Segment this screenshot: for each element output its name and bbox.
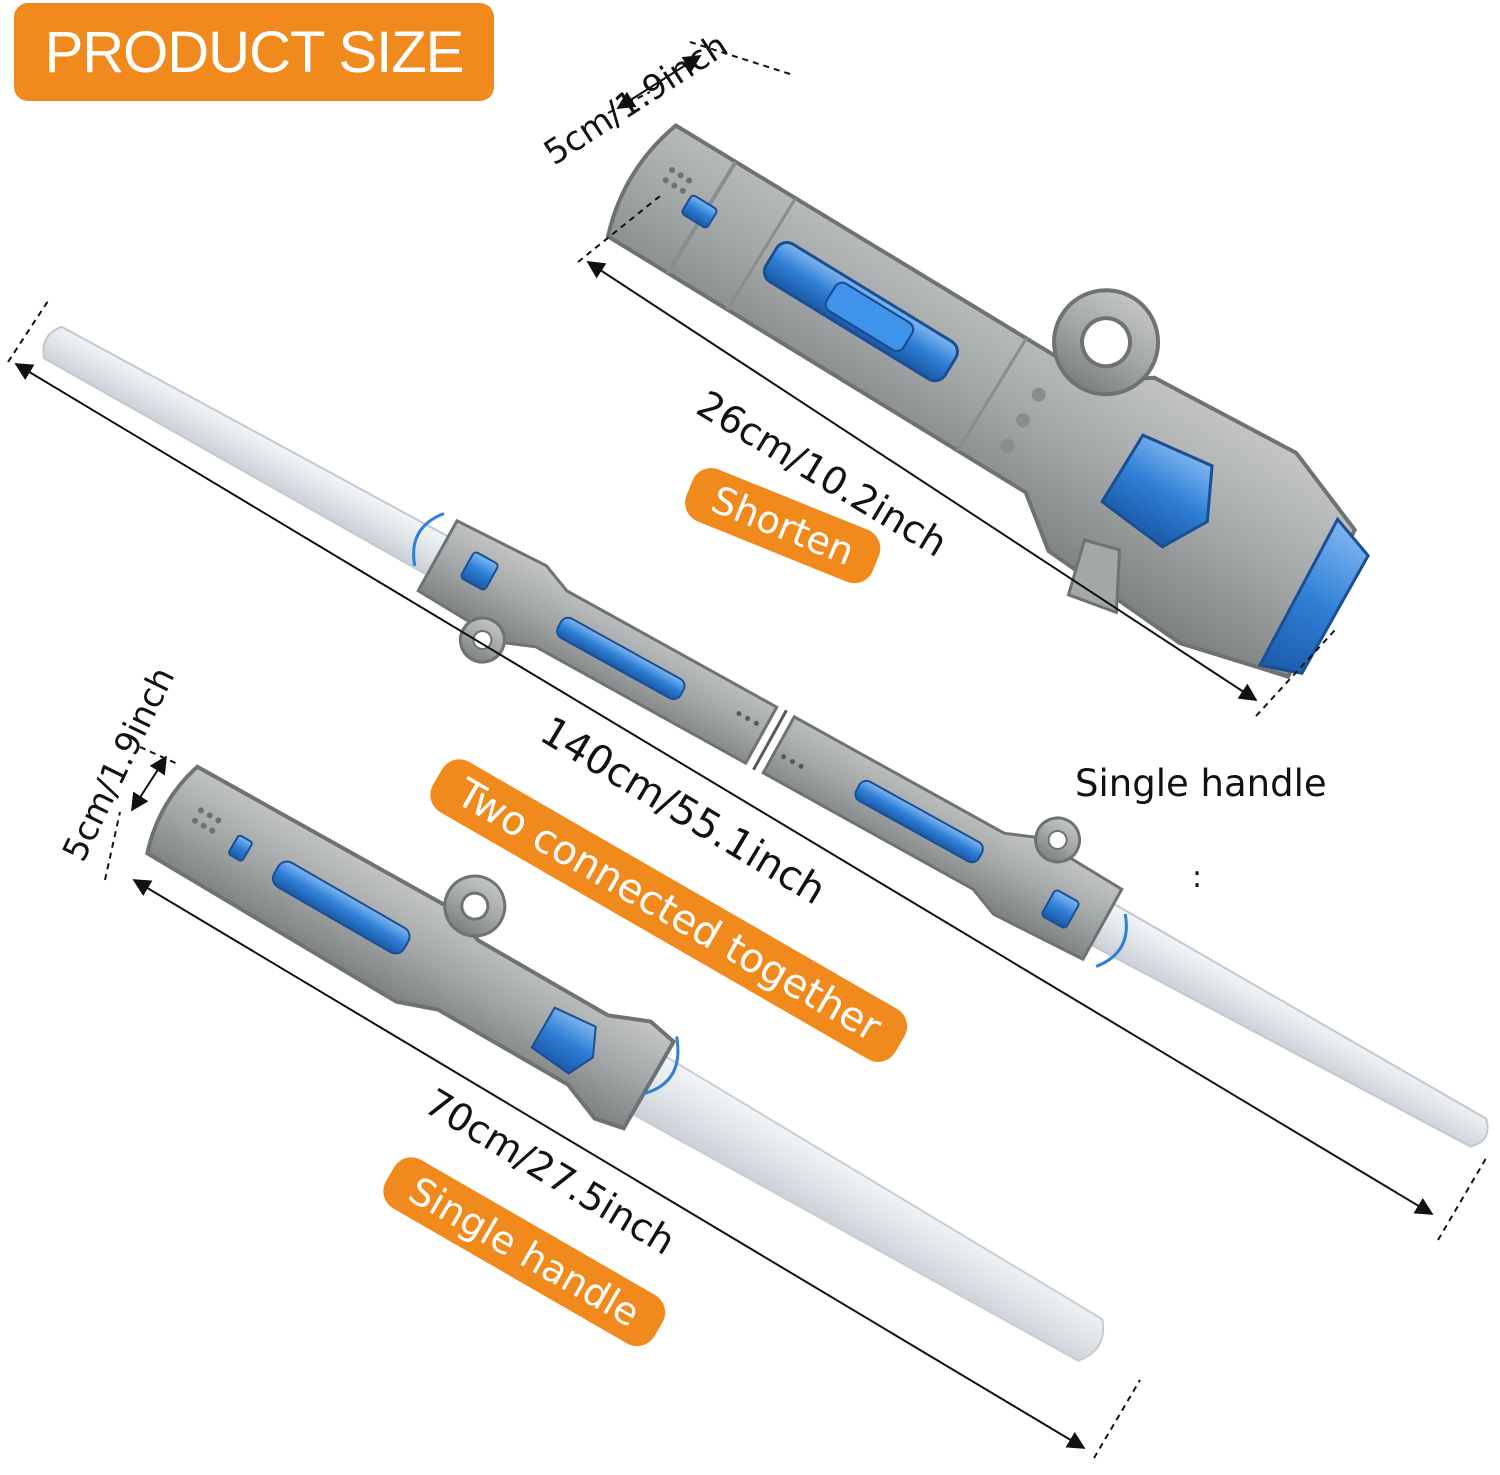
colon-mark: : [1192,860,1203,895]
dimension-lines [7,41,1489,1459]
product-size-title: PRODUCT SIZE [14,3,494,101]
saber-handle-icon [605,123,1370,680]
single-handle-caption: Single handle [1075,762,1327,805]
